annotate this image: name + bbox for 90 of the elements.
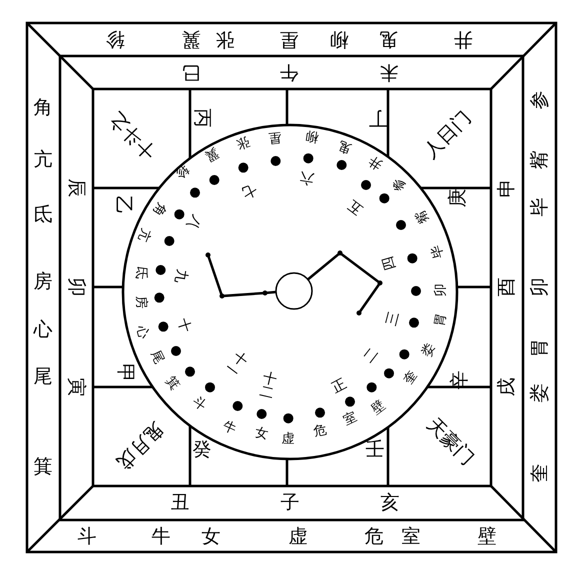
mansion-label: 氐 (134, 266, 150, 280)
mansion-label: 尾 (34, 368, 52, 386)
mansion-label: 柳 (304, 130, 320, 144)
mansion-label: 翼 (182, 30, 200, 48)
gate-label: 十斗之 (106, 108, 160, 162)
gate-label: 人日门 (421, 108, 475, 162)
branch-label: 寅 (66, 378, 86, 396)
mansion-label: 虚 (288, 528, 308, 546)
stem-label: 丙 (192, 108, 212, 128)
mansion-label: 氐 (34, 206, 52, 224)
branch-label: 卯 (66, 278, 86, 296)
mansion-label: 房 (34, 272, 52, 292)
mansion-label: 胃 (432, 312, 448, 328)
mansion-label: 柳 (330, 30, 348, 48)
mansion-label: 张 (234, 134, 252, 152)
mansion-label: 参 (388, 176, 408, 194)
mansion-label: 井 (366, 154, 384, 172)
mansion-label: 毕 (530, 198, 550, 216)
stem-label: 丁 (368, 108, 388, 128)
mansion-label: 鬼 (336, 140, 354, 156)
branch-label: 酉 (498, 278, 516, 296)
mansion-label: 星 (268, 130, 282, 146)
mansion-label: 角 (151, 201, 169, 219)
mansion-label: 心 (34, 320, 52, 340)
mansion-label: 井 (454, 30, 472, 48)
mansion-label: 壁 (478, 528, 496, 546)
mansion-label: 女 (254, 425, 270, 441)
month-number: 八 (183, 212, 203, 232)
month-number: 六 (299, 168, 316, 185)
stem-label: 庚 (448, 188, 468, 208)
month-number: 十二 (258, 372, 278, 402)
mansion-label: 箕 (34, 458, 52, 476)
mansion-label: 斗 (78, 528, 96, 546)
gate-label: 天豪门 (423, 415, 477, 469)
month-number: 十 (174, 317, 192, 335)
mansion-label: 亢 (34, 150, 52, 170)
mansion-label: 斗 (190, 394, 210, 412)
mansion-label: 娄 (530, 384, 550, 402)
mansion-label: 危 (312, 422, 328, 438)
mansion-label: 箕 (164, 374, 182, 392)
mansion-label: 鬼 (380, 30, 398, 48)
mansion-label: 翼 (203, 146, 221, 164)
mansion-label: 卯 (433, 283, 447, 297)
branch-label: 午 (280, 62, 298, 82)
stem-label: 癸 (192, 440, 212, 460)
mansion-label: 毕 (429, 244, 445, 260)
mansion-label: 牛 (152, 528, 170, 546)
mansion-label: 虚 (281, 431, 295, 445)
mansion-label: 张 (216, 30, 234, 48)
month-number: 九 (172, 268, 188, 284)
mansion-label: 角 (34, 98, 52, 118)
branch-label: 子 (280, 494, 300, 512)
month-number: 三 (385, 310, 402, 328)
mansion-label: 卯 (530, 278, 550, 296)
mansion-label: 觜 (530, 150, 550, 170)
stem-label: 乙 (114, 196, 132, 214)
mansion-label: 室 (341, 409, 359, 427)
branch-label: 戌 (498, 378, 516, 396)
mansion-label: 娄 (420, 342, 436, 358)
mansion-label: 星 (280, 30, 298, 48)
mansion-label: 轸 (106, 30, 124, 48)
mansion-label: 尾 (149, 348, 167, 366)
mansion-label: 觜 (413, 208, 431, 226)
mansion-label: 牛 (221, 418, 239, 436)
stem-label: 壬 (366, 440, 384, 460)
mansion-label: 心 (135, 324, 151, 340)
mansion-label: 奎 (530, 464, 550, 482)
month-number: 二 (362, 346, 382, 366)
mansion-label: 危 (364, 528, 384, 546)
mansion-label: 房 (135, 295, 149, 309)
branch-label: 申 (498, 178, 516, 198)
stem-label: 甲 (116, 364, 134, 382)
mansion-label: 女 (202, 528, 220, 546)
mansion-label: 亢 (136, 226, 154, 244)
branch-label: 巳 (182, 62, 200, 82)
month-number: 四 (381, 254, 399, 272)
month-number: 五 (346, 196, 366, 216)
month-number: 正 (330, 378, 350, 396)
mansion-label: 奎 (400, 368, 420, 386)
mansion-label: 参 (530, 90, 550, 110)
gate-label: 鬼月戊 (113, 418, 167, 472)
mansion-label: 胃 (530, 338, 550, 358)
month-number: 七 (240, 181, 258, 200)
branch-label: 丑 (170, 494, 190, 512)
branch-label: 辰 (66, 178, 86, 198)
mansion-label: 壁 (368, 398, 388, 416)
branch-label: 亥 (380, 494, 400, 512)
month-number: 十一 (220, 350, 249, 382)
branch-label: 未 (380, 62, 398, 82)
mansion-label: 室 (402, 528, 420, 546)
